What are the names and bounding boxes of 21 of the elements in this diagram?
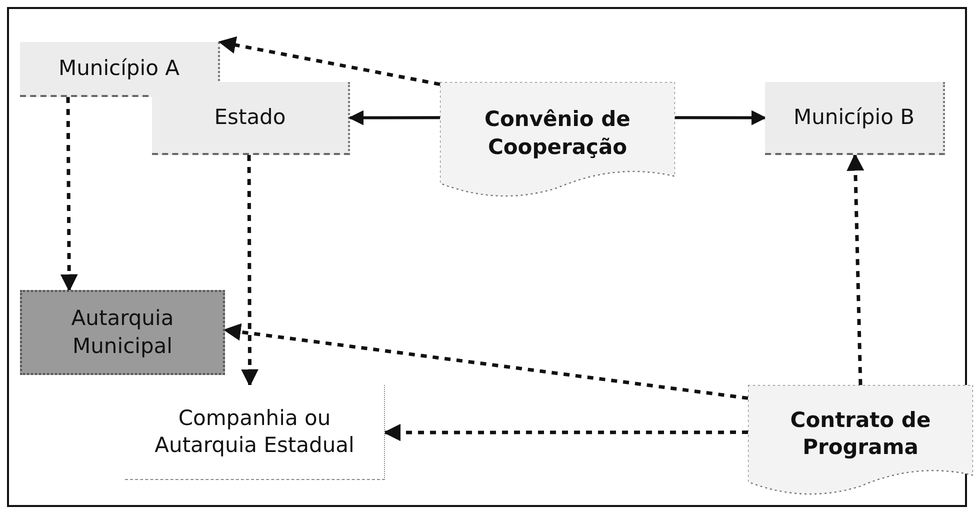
node-label: Companhia ou Autarquia Estadual: [154, 404, 356, 459]
entity-box: [765, 82, 945, 155]
arrow: [348, 110, 440, 126]
node-label: Município B: [793, 104, 915, 131]
arrow: [383, 424, 748, 442]
arrow: [60, 96, 78, 292]
node-label: Estado: [214, 104, 286, 131]
arrow: [241, 155, 258, 387]
arrow: [675, 110, 766, 126]
arrow: [846, 153, 864, 386]
entity-box: [20, 290, 225, 375]
arrow: [218, 36, 440, 86]
document-shape: [748, 385, 973, 495]
node-label: Autarquia Municipal: [70, 305, 175, 360]
node-label: Município A: [58, 54, 180, 82]
entity-box: [20, 42, 220, 97]
node-label: Convênio de Cooperação: [484, 106, 632, 160]
arrow: [223, 323, 748, 400]
node-label: Contrato de Programa: [789, 406, 932, 461]
entity-box: [152, 82, 350, 155]
document-shape: [440, 82, 675, 197]
